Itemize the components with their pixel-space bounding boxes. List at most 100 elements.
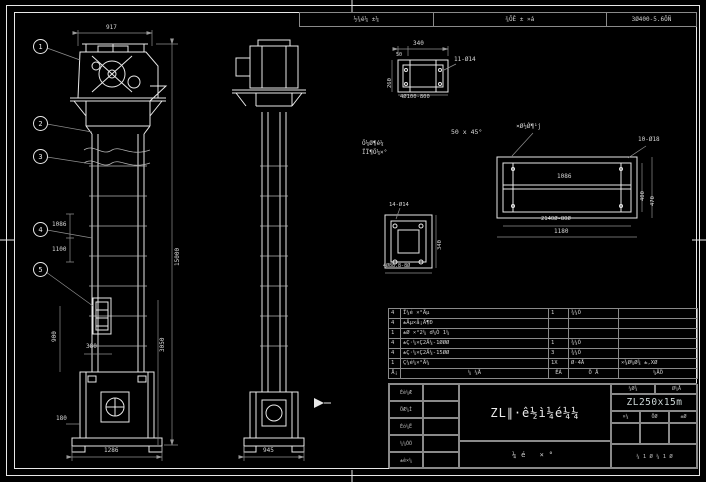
balloon-2-number: 2 [38, 119, 43, 128]
parts-row: 4±Äµ×å¡Ä¶Ð [388, 318, 698, 329]
dim-180: 180 [56, 415, 67, 422]
dim-1180: 1180 [554, 228, 569, 235]
parts-cell: ×¾Ø¼Ø¾ ±,XØ [618, 358, 698, 369]
dim-340-flange: 340 [437, 240, 443, 250]
titleblock-left-value-3 [423, 418, 459, 435]
parts-cell: 4 [388, 308, 401, 319]
titleblock-top-cell-2: Ø¼Å [655, 384, 698, 394]
parts-cell: Ç¼é¼×°Ä¼ [400, 358, 549, 369]
top-strip-cell-1: ½¾é¼ ±¼ [300, 13, 434, 26]
parts-row: 1±Ø ×°2¼ d¼Ò 1¼ [388, 328, 698, 339]
note-weld-1: Ö¼Ø¶é¼ [362, 140, 384, 147]
dim-1086-plate: 1086 [557, 173, 572, 180]
parts-cell: 4 [388, 318, 401, 329]
grid-value-1 [611, 423, 640, 444]
balloon-1: 1 [33, 39, 48, 54]
balloon-1-number: 1 [38, 42, 43, 51]
grid-header-3: ±Ø [669, 411, 698, 423]
parts-header-cell: ¼ÄÖ [618, 368, 698, 379]
casing-plate-detail [496, 132, 653, 238]
note-11-dia14: 11-Ø14 [454, 56, 476, 63]
parts-cell: 1X [548, 358, 569, 369]
balloon-5-number: 5 [38, 265, 43, 274]
parts-cell: 4 [388, 338, 401, 349]
parts-cell [548, 318, 569, 329]
titleblock-left-label-2: ÖÆ¼Í [389, 401, 423, 418]
titleblock-left-value-5 [423, 452, 459, 469]
side-elevation-drawing [232, 39, 331, 453]
note-weld-2: ÏÏ¶Ö¼×° [362, 149, 388, 156]
drawing-title: ZL∥·ê½ì¼é¼¼ [459, 384, 611, 441]
balloon-leaders [45, 47, 94, 307]
dim-50-plate: 50 [396, 52, 403, 58]
top-strip-cell-2: ¾ÕÊ ± »á [434, 13, 607, 26]
balloon-3: 3 [33, 149, 48, 164]
flange-plate-detail [391, 46, 457, 96]
top-title-strip: ½¾é¼ ±¼ ¾ÕÊ ± »á 3Ø400-5.6ÕÑ [299, 12, 697, 27]
note-10-dia18: 10-Ø18 [638, 136, 660, 143]
parts-cell [618, 328, 698, 339]
dim-400: 400 [640, 191, 646, 201]
sheet-count-note: ¼ 1 Ø ¼ 1 Ø [611, 444, 698, 469]
dim-340-plate: 340 [413, 40, 424, 47]
balloon-3-number: 3 [38, 152, 43, 161]
titleblock-top-cell-1: ¼Ø¾ [611, 384, 655, 394]
parts-cell: 1 [548, 338, 569, 349]
parts-cell [618, 338, 698, 349]
parts-cell: 1 [548, 308, 569, 319]
dim-917: 917 [106, 24, 117, 31]
model-number: ZL250x15m [611, 394, 698, 411]
grid-value-2 [640, 423, 669, 444]
parts-cell: ±Ç·¼×Ç2Ä¼-15ØØ [400, 348, 549, 359]
dim-260: 260 [387, 78, 393, 88]
note-chamfer: ¤Ø½Ǿ¶¹j [516, 123, 542, 130]
balloon-4: 4 [33, 222, 48, 237]
grid-header-1: ×¼ [611, 411, 640, 423]
dimension-lines [59, 30, 305, 461]
parts-cell: ±Äµ×å¡Ä¶Ð [400, 318, 549, 329]
parts-cell: ±Ç·¼×Ç2Ä¼-1ØØØ [400, 338, 549, 349]
parts-cell [568, 328, 619, 339]
top-strip-cell-3: 3Ø400-5.6ÕÑ [631, 16, 672, 23]
parts-cell: ¾¼Ò [568, 348, 619, 359]
parts-cell: ¾¼Ò [568, 338, 619, 349]
balloon-4-number: 4 [38, 225, 43, 234]
front-elevation-drawing [70, 43, 168, 453]
balloon-5: 5 [33, 262, 48, 277]
parts-header-cell: Å¡ [388, 368, 401, 379]
dim-945: 945 [263, 447, 274, 454]
note-14-dia14: 14-Ø14 [389, 202, 409, 208]
dim-4x100-800: 4Ø100-800 [400, 94, 430, 100]
parts-cell: ±Ø ×°2¼ d¼Ò 1¼ [400, 328, 549, 339]
dim-2140-800: 2140Ø-80Ø [541, 216, 571, 222]
grid-value-3 [669, 423, 698, 444]
dim-470: 470 [650, 196, 656, 206]
dim-3050: 3050 [159, 337, 166, 352]
balloon-2: 2 [33, 116, 48, 131]
parts-cell: ¾¼Ò [568, 308, 619, 319]
titleblock-left-value-2 [423, 401, 459, 418]
parts-header-cell: ÊÁ [548, 368, 569, 379]
dim-1100: 1100 [52, 246, 67, 253]
parts-cell: Ø·4Å [568, 358, 619, 369]
dim-1286: 1286 [104, 447, 119, 454]
square-flange-detail [384, 207, 437, 274]
note-50x45: 50 x 45° [451, 128, 483, 136]
parts-cell [618, 308, 698, 319]
parts-cell [548, 328, 569, 339]
parts-header-cell: Ö Å [568, 368, 619, 379]
parts-header-cell: ¼ ¼Å [400, 368, 549, 379]
grid-header-2: ÖØ [640, 411, 669, 423]
parts-cell: Ï¼é ×°Äµ [400, 308, 549, 319]
parts-cell: 3 [548, 348, 569, 359]
parts-cell: 4 [388, 348, 401, 359]
dim-900: 900 [51, 331, 58, 342]
dim-15000: 15000 [174, 247, 181, 266]
titleblock-left-label-4: ¼¼ÒÕ [389, 435, 423, 452]
title-block: Éè¼Æ ÖÆ¼Í Éó¼Ë ¼¼ÒÕ ±ê×¼ ZL∥·ê½ì¼é¼¼ ¼é … [388, 383, 698, 469]
